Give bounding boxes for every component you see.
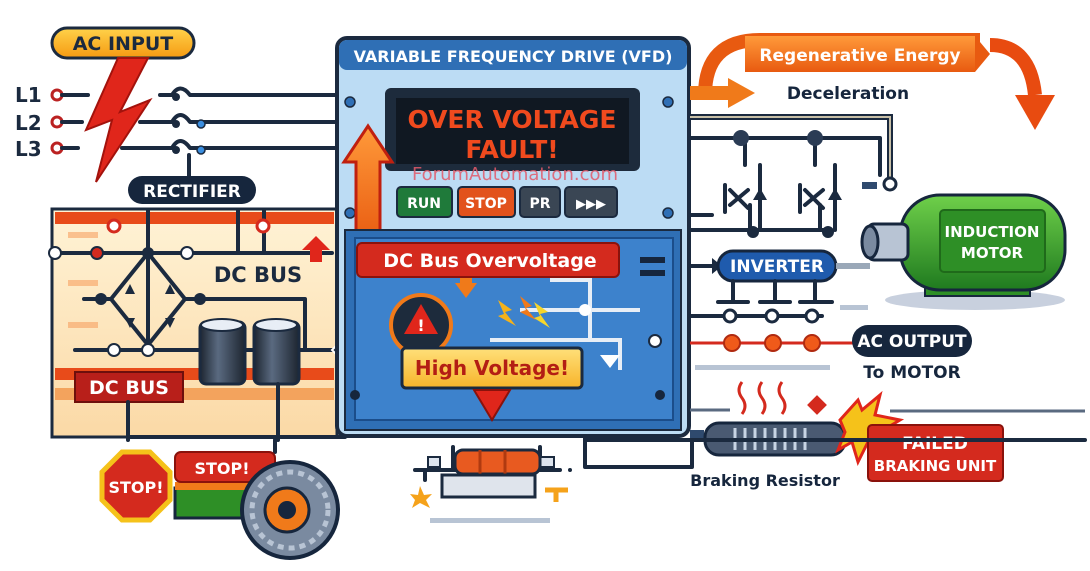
fault-line-2: FAULT! xyxy=(465,135,558,164)
ac-input-section: AC INPUT L1 L2 L3 xyxy=(15,26,342,183)
igbt-2-icon xyxy=(798,163,842,232)
svg-text:INVERTER: INVERTER xyxy=(730,257,824,277)
ac-output-badge xyxy=(852,325,972,357)
watermark: ForumAutomation.com xyxy=(412,164,618,185)
svg-text:AC OUTPUT: AC OUTPUT xyxy=(857,332,967,352)
dc-bus-tag xyxy=(74,371,184,403)
star-spark-icon xyxy=(410,486,432,508)
svg-text:STOP!: STOP! xyxy=(194,459,249,478)
high-voltage-callout xyxy=(400,346,584,390)
ac-input-label: AC INPUT xyxy=(73,33,174,55)
motor-label-1: INDUCTION xyxy=(945,223,1040,241)
resistor-circuit xyxy=(126,434,1087,523)
svg-text:DC Bus Overvoltage: DC Bus Overvoltage xyxy=(383,250,596,272)
stop-sign-icon xyxy=(99,449,173,523)
braking-resistor-label: Braking Resistor xyxy=(690,471,840,490)
lightning-bolt-icon xyxy=(84,57,153,183)
induction-motor: INDUCTION MOTOR xyxy=(860,193,1067,310)
spark-icon xyxy=(498,300,516,326)
dc-bus-center-label: DC BUS xyxy=(214,263,302,287)
resistor-icon xyxy=(453,448,542,476)
svg-text:FAILED: FAILED xyxy=(902,434,968,454)
svg-text:BRAKING UNIT: BRAKING UNIT xyxy=(874,457,997,475)
deceleration-label: Deceleration xyxy=(787,84,909,104)
vfd-button-run[interactable]: RUN xyxy=(396,186,453,218)
regenerative-energy-banner xyxy=(745,36,975,72)
l1-label: L1 xyxy=(15,83,42,107)
dc-bus-overvoltage-banner xyxy=(356,242,620,278)
up-arrow-icon xyxy=(302,236,330,262)
regenerative-energy-section: Regenerative Energy Deceleration xyxy=(690,33,1055,130)
inverter-section: INVERTER xyxy=(688,114,898,352)
svg-text:STOP!: STOP! xyxy=(108,478,163,497)
ac-output-section: AC OUTPUT To MOTOR xyxy=(695,325,972,383)
rectifier-label: RECTIFIER xyxy=(143,182,241,202)
motor-label-2: MOTOR xyxy=(961,244,1024,262)
warning-triangle-icon xyxy=(404,304,438,334)
svg-text:!: ! xyxy=(417,316,424,335)
stop-brake-section: STOP! STOP! xyxy=(99,449,340,560)
vfd-button-pr[interactable]: PR xyxy=(519,186,561,218)
svg-text:DC BUS: DC BUS xyxy=(89,377,169,399)
l2-label: L2 xyxy=(15,111,42,135)
vfd-title: VARIABLE FREQUENCY DRIVE (VFD) xyxy=(354,47,673,66)
rectifier-badge xyxy=(128,176,256,204)
svg-text:STOP: STOP xyxy=(465,196,507,212)
svg-text:▶▶▶: ▶▶▶ xyxy=(576,197,606,212)
regen-right-arrow-icon xyxy=(728,78,755,108)
rectifier-dc-bus-panel: RECTIFIER DC BUS DC BUS xyxy=(48,176,350,442)
igbt-1-icon xyxy=(723,163,767,232)
down-arrow-icon xyxy=(455,283,477,298)
braking-resistor-section: Braking Resistor FAILED BRAKING UNIT xyxy=(690,381,1085,490)
fault-line-1: OVER VOLTAGE xyxy=(408,105,617,134)
heat-waves-icon xyxy=(737,381,787,415)
regen-down-arrow-icon xyxy=(1015,95,1055,130)
svg-text:RUN: RUN xyxy=(407,196,441,212)
l3-label: L3 xyxy=(15,137,42,161)
svg-text:High Voltage!: High Voltage! xyxy=(415,356,569,380)
vfd-button-forward[interactable]: ▶▶▶ xyxy=(564,186,618,218)
svg-text:Regenerative Energy: Regenerative Energy xyxy=(759,46,960,66)
svg-text:PR: PR xyxy=(529,196,550,212)
down-arrow-red-icon xyxy=(472,389,512,422)
vfd-button-stop[interactable]: STOP xyxy=(457,186,516,218)
to-motor-label: To MOTOR xyxy=(863,363,960,383)
vfd-panel: VARIABLE FREQUENCY DRIVE (VFD) OVER VOLT… xyxy=(335,36,691,438)
